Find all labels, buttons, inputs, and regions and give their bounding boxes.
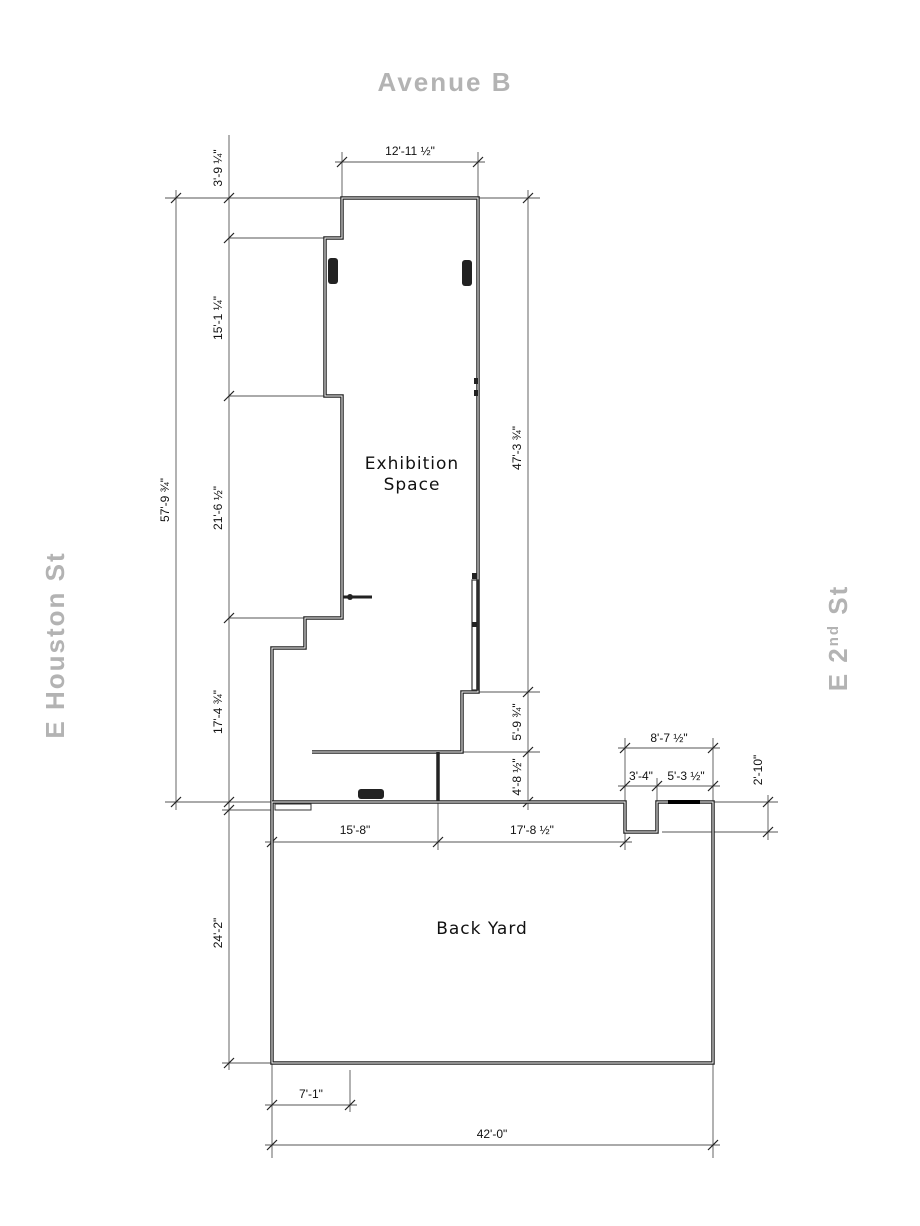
dim-overall-depth: 57'-9 ¾" xyxy=(158,478,172,522)
dim-right-step: 5'-9 ¾" xyxy=(510,703,524,740)
radiator-icons xyxy=(328,258,478,799)
dimension-labels: 12'-11 ½" 3'-9 ¼" 15'-1 ¼" 21'-6 ½" 17'-… xyxy=(158,144,765,1141)
room-label-back-yard: Back Yard xyxy=(436,919,528,939)
dim-notch-width: 3'-4" xyxy=(629,769,653,783)
dim-notch-right: 5'-3 ½" xyxy=(667,769,704,783)
street-label-east-sup: nd xyxy=(825,624,842,646)
dim-top-offset: 3'-9 ¼" xyxy=(211,149,225,186)
exhibition-space-outline xyxy=(270,196,480,802)
dim-right-bottom: 4'-8 ½" xyxy=(510,758,524,795)
dim-left-middle: 21'-6 ½" xyxy=(211,486,225,530)
street-label-east-rest: St xyxy=(823,585,853,624)
street-label-north: Avenue B xyxy=(378,67,513,97)
dim-notch-depth: 2'-10" xyxy=(751,755,765,786)
dim-top-width: 12'-11 ½" xyxy=(385,144,435,158)
dim-yard-offset: 7'-1" xyxy=(299,1087,323,1101)
street-label-east-text: E 2 xyxy=(823,646,853,691)
dim-left-lower: 17'-4 ¾" xyxy=(211,690,225,734)
street-label-east: E 2nd St xyxy=(823,585,853,692)
dim-notch-total: 8'-7 ½" xyxy=(650,731,687,745)
room-label-exhibition-2: Space xyxy=(384,475,441,495)
dim-bottom-left: 15'-8" xyxy=(340,823,371,837)
dim-left-upper: 15'-1 ¼" xyxy=(211,296,225,340)
room-label-exhibition: Exhibition xyxy=(365,454,459,474)
dim-bottom-mid: 17'-8 ½" xyxy=(510,823,554,837)
dim-yard-width: 42'-0" xyxy=(477,1127,508,1141)
street-label-west: E Houston St xyxy=(40,551,70,738)
walls xyxy=(270,196,715,1065)
dim-right-main: 47'-3 ¾" xyxy=(510,426,524,470)
dim-yard-depth: 24'-2" xyxy=(211,918,225,949)
